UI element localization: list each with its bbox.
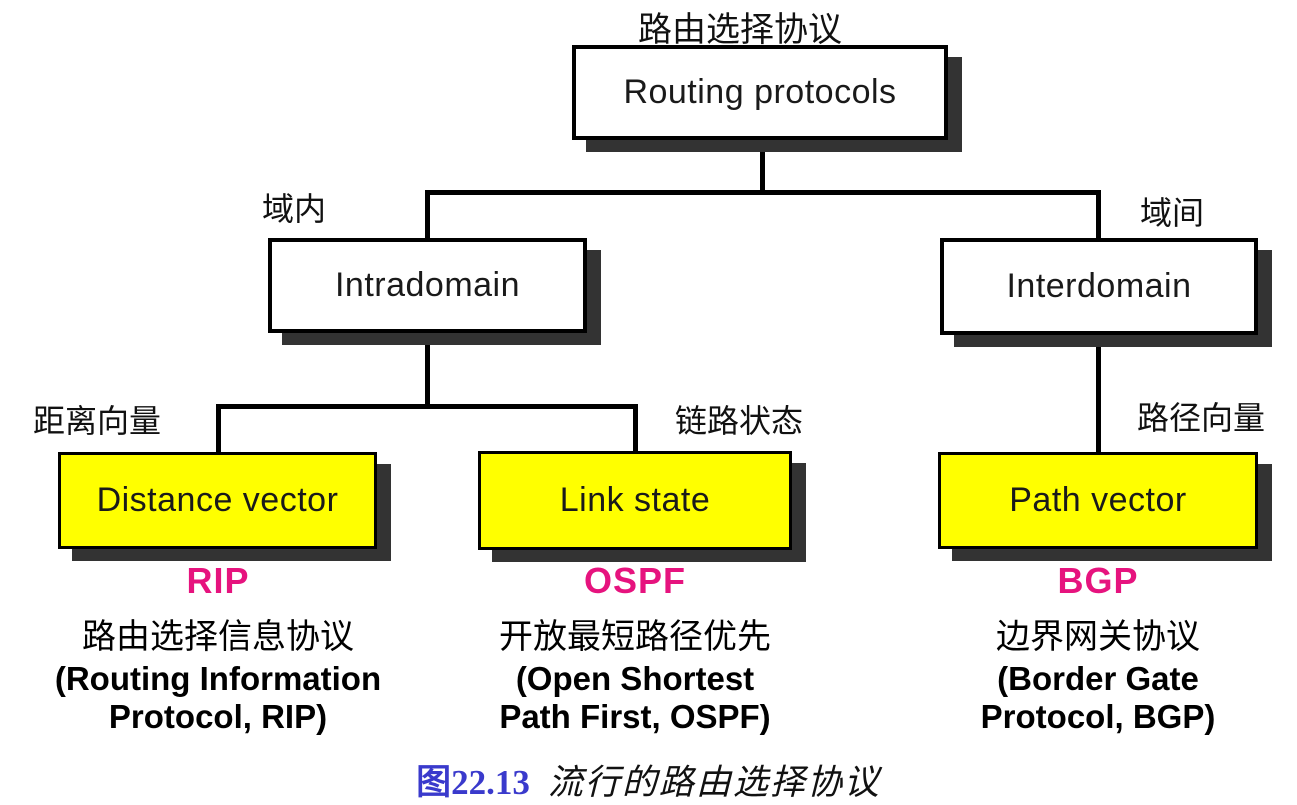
description-rip-cn: 路由选择信息协议 <box>82 619 354 656</box>
node-link-state-label: Link state <box>559 481 711 519</box>
node-distance-vector: Distance vector <box>58 452 377 549</box>
node-path-vector: Path vector <box>938 452 1258 549</box>
root-label-cn: 路由选择协议 <box>638 12 842 49</box>
connector-intradomain-drop <box>425 190 430 240</box>
connector-link-state-drop <box>633 404 638 453</box>
description-ospf: 开放最短路径优先 (Open Shortest Path First, OSPF… <box>417 616 853 736</box>
description-rip: 路由选择信息协议 (Routing Information Protocol, … <box>0 616 436 736</box>
figure-caption-number: 图22.13 <box>416 763 530 802</box>
connector-level2-horizontal <box>216 404 638 409</box>
node-intradomain: Intradomain <box>268 238 587 333</box>
node-routing-protocols-label: Routing protocols <box>623 73 897 111</box>
connector-root-stem <box>760 138 765 193</box>
node-routing-protocols: Routing protocols <box>572 45 948 140</box>
description-bgp: 边界网关协议 (Border Gate Protocol, BGP) <box>880 616 1297 736</box>
connector-level1-horizontal <box>425 190 1101 195</box>
figure-caption-title: 流行的路由选择协议 <box>547 763 881 802</box>
description-bgp-en-line2: Protocol, BGP) <box>980 698 1216 735</box>
connector-intradomain-stem <box>425 331 430 407</box>
node-path-vector-label: Path vector <box>1009 481 1187 519</box>
label-interdomain-cn: 域间 <box>1140 195 1205 231</box>
connector-interdomain-drop <box>1096 190 1101 240</box>
description-bgp-cn: 边界网关协议 <box>996 619 1200 656</box>
description-rip-en-line2: Protocol, RIP) <box>108 698 328 735</box>
node-distance-vector-label: Distance vector <box>96 481 339 519</box>
connector-distance-vector-drop <box>216 404 221 453</box>
protocol-rip: RIP <box>186 560 250 601</box>
description-ospf-cn: 开放最短路径优先 <box>499 619 771 656</box>
label-link-state-cn: 链路状态 <box>675 403 804 439</box>
description-bgp-en-line1: (Border Gate <box>997 660 1199 697</box>
label-intradomain-cn: 域内 <box>262 191 327 227</box>
label-path-vector-cn: 路径向量 <box>1137 400 1266 436</box>
description-rip-en-line1: (Routing Information <box>54 660 382 697</box>
figure-caption: 图22.13 流行的路由选择协议 <box>0 754 1297 805</box>
node-link-state: Link state <box>478 451 792 550</box>
protocol-bgp: BGP <box>1057 560 1139 601</box>
node-intradomain-label: Intradomain <box>334 266 521 304</box>
connector-path-vector-drop <box>1096 333 1101 453</box>
protocol-ospf: OSPF <box>583 560 686 601</box>
node-interdomain: Interdomain <box>940 238 1258 335</box>
description-ospf-en-line2: Path First, OSPF) <box>499 698 771 735</box>
label-distance-vector-cn: 距离向量 <box>33 403 162 439</box>
description-ospf-en-line1: (Open Shortest <box>515 660 755 697</box>
node-interdomain-label: Interdomain <box>1006 267 1192 305</box>
